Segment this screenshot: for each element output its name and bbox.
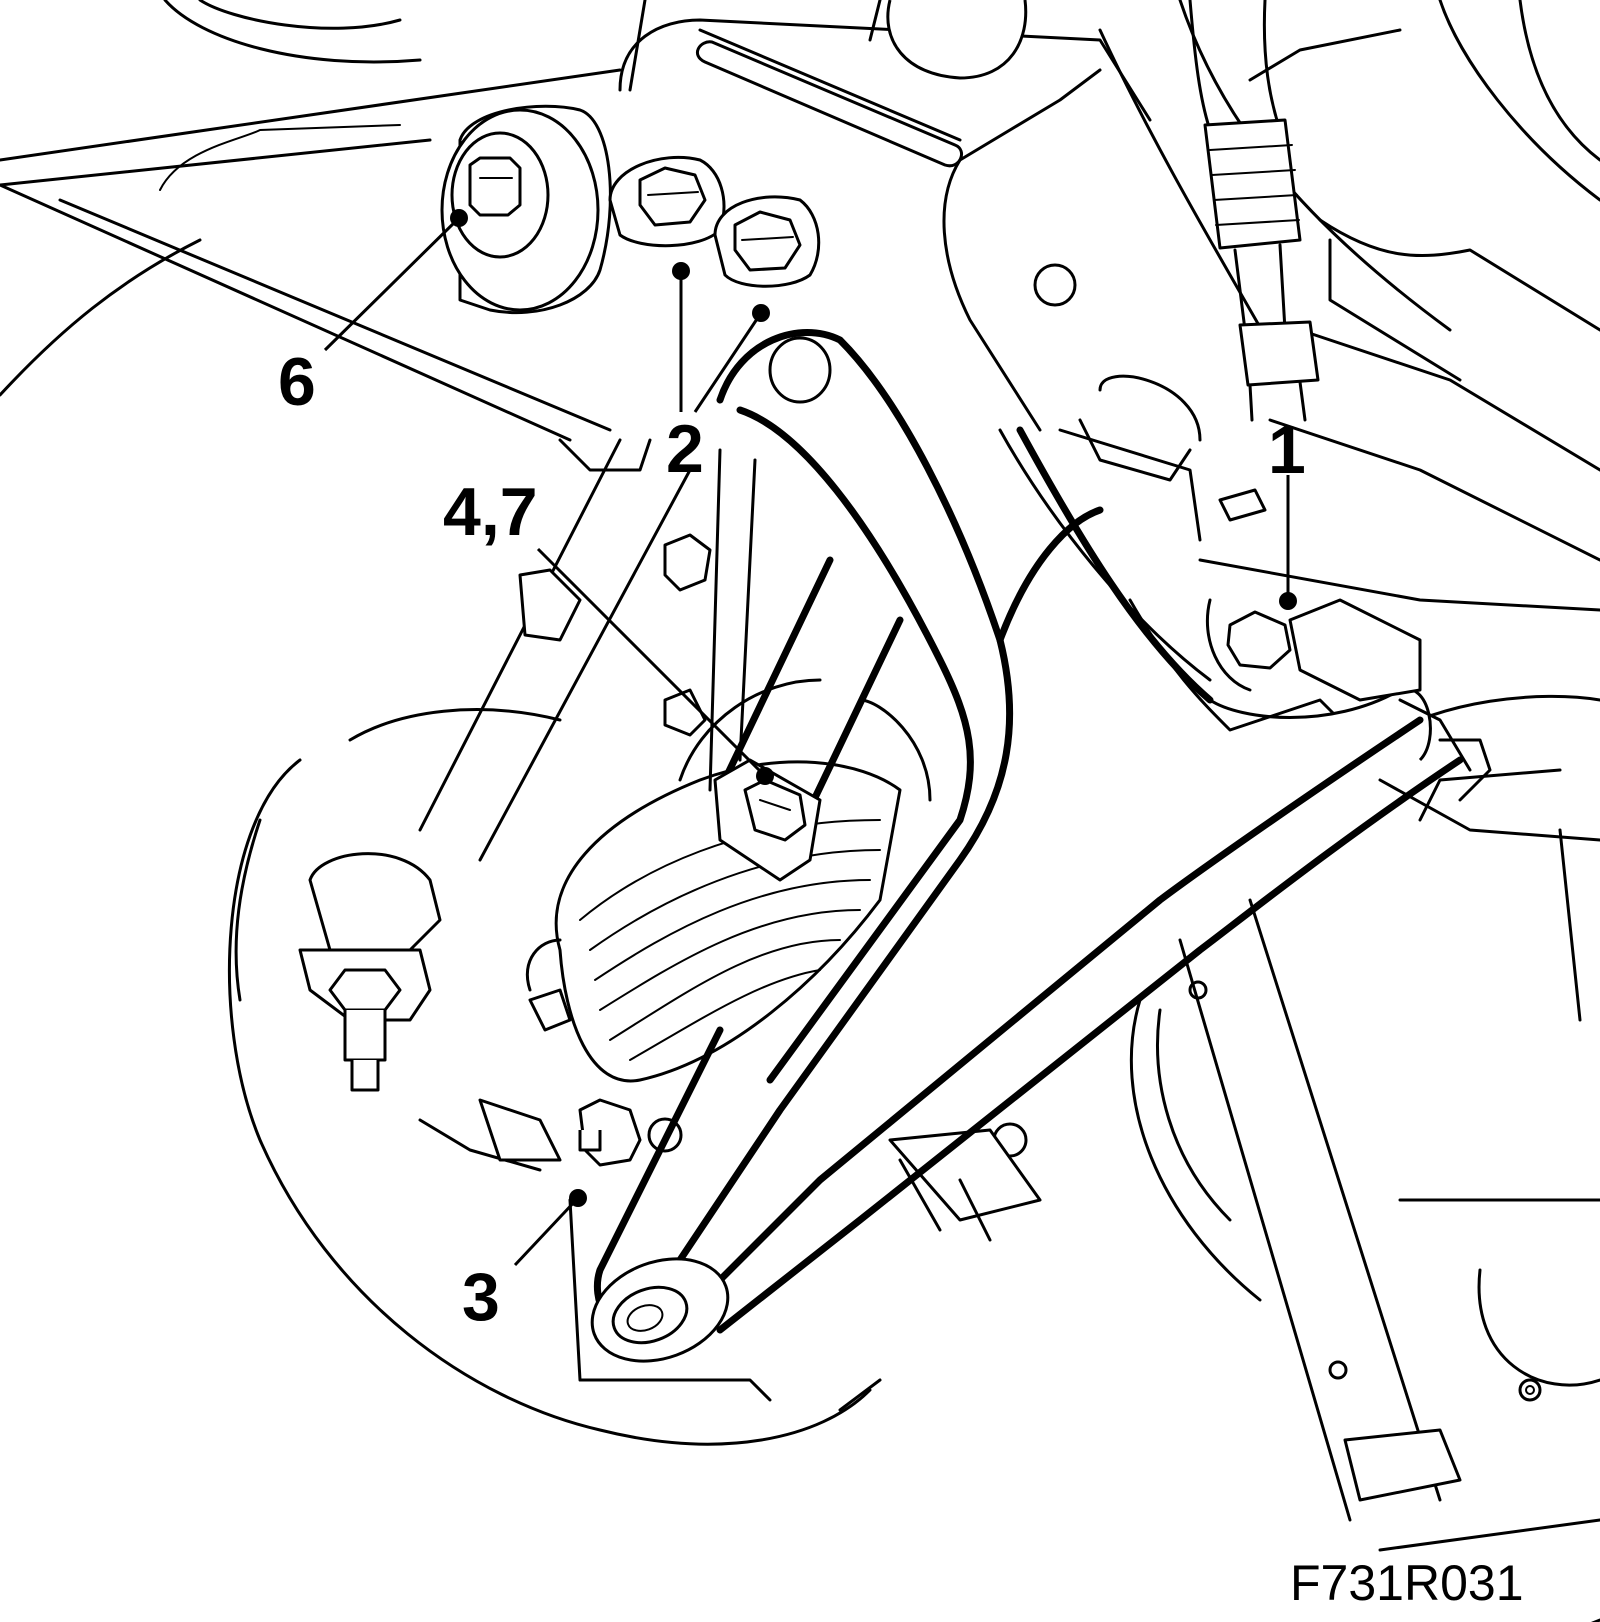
leader-dot-6 — [450, 209, 468, 227]
toe-link — [663, 448, 904, 882]
leader-2b — [693, 312, 763, 413]
callout-6: 6 — [278, 344, 316, 420]
leader-lines — [323, 209, 1297, 1267]
upper-control-arm-bolts — [608, 155, 821, 288]
shock-absorber — [298, 104, 692, 1092]
figure-code: F731R031 — [1290, 1555, 1524, 1611]
leader-6 — [323, 216, 461, 352]
hub-and-disc — [228, 708, 1042, 1446]
leader-dot-4-7 — [756, 767, 774, 785]
leader-dot-2a — [672, 262, 690, 280]
callout-1: 1 — [1268, 412, 1306, 488]
lower-control-arm — [590, 329, 1492, 1363]
leader-dot-1 — [1279, 592, 1297, 610]
leader-dot-2b — [752, 304, 770, 322]
callout-3: 3 — [462, 1259, 500, 1335]
leader-3 — [513, 1196, 580, 1267]
leader-dot-3 — [569, 1189, 587, 1207]
callout-labels: 6 2 4,7 1 3 — [278, 344, 1306, 1335]
leader-4-7 — [536, 547, 767, 778]
callout-4-7: 4,7 — [443, 474, 538, 550]
callout-2: 2 — [666, 411, 704, 487]
